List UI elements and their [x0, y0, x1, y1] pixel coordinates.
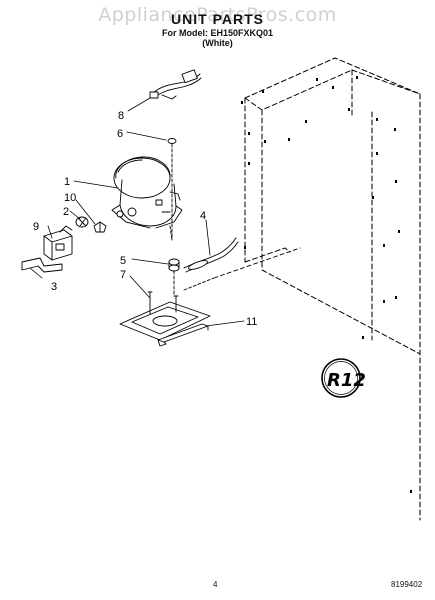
- cabinet-rivets: [241, 76, 412, 493]
- compressor: [111, 156, 183, 241]
- grommet: [168, 258, 180, 297]
- r12-badge: R12: [321, 358, 366, 398]
- callout-labels: 8 6 1 10 2 9 3 4 5 7 11: [33, 110, 257, 328]
- callout-2: 2: [63, 206, 69, 218]
- page-number: 4: [213, 580, 218, 589]
- callout-8: 8: [118, 110, 124, 122]
- callout-1: 1: [64, 176, 70, 188]
- start-device: [43, 225, 73, 261]
- callout-9: 9: [33, 221, 39, 233]
- callout-6: 6: [117, 128, 123, 140]
- callout-10: 10: [64, 192, 76, 204]
- leader-lines: [29, 97, 245, 327]
- model-line: For Model: EH150FXKQ01: [161, 28, 274, 38]
- watermark: AppliancePartsPros.com: [98, 4, 337, 26]
- grommet-clip: [167, 138, 177, 241]
- page-title: UNIT PARTS: [171, 11, 264, 27]
- clip-bracket: [21, 257, 63, 273]
- callout-11: 11: [246, 316, 257, 328]
- relay-part: [75, 216, 89, 228]
- color-line: (White): [202, 38, 233, 48]
- wire-harness: [149, 69, 202, 100]
- mounting-plate: [119, 247, 301, 341]
- overload-part: [93, 221, 107, 233]
- r12-badge-text: R12: [327, 370, 366, 391]
- cabinet-outline: [244, 57, 421, 521]
- callout-5: 5: [120, 255, 126, 267]
- callout-4: 4: [200, 210, 206, 222]
- drain-tube: [183, 237, 239, 273]
- callout-3: 3: [51, 281, 57, 293]
- callout-7: 7: [120, 269, 126, 281]
- document-number: 8199402: [391, 580, 423, 589]
